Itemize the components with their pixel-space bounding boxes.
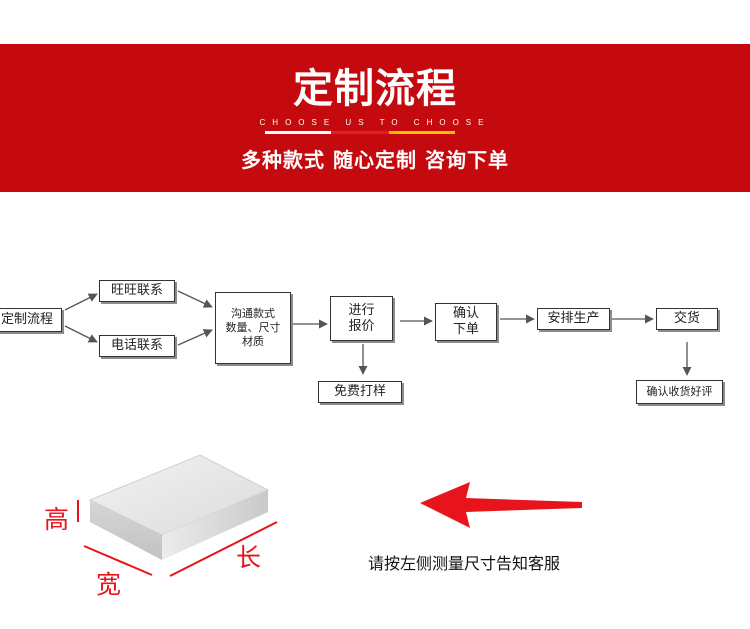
underline-yellow [389,131,455,134]
underline-red [331,131,389,134]
banner-slogan: 多种款式 随心定制 咨询下单 [241,148,509,172]
banner-subtitle-en: CHOOSE US TO CHOOSE [259,118,491,127]
width-marker-line [83,545,153,576]
flow-discuss-node: 沟通款式 数量、尺寸 材质 [215,292,291,364]
left-arrow-icon [420,482,582,528]
measure-hint-text: 请按左侧测量尺寸告知客服 [368,554,561,573]
length-marker-line [169,521,278,577]
height-label: 高 [44,505,70,534]
flow-review-node: 确认收货好评 [636,380,723,404]
flow-confirm-order-node: 确认 下单 [435,303,497,341]
flow-start-node: 定制流程 [0,308,62,332]
header-banner: 定制流程 CHOOSE US TO CHOOSE 多种款式 随心定制 咨询下单 [0,44,750,192]
flow-phone-node: 电话联系 [99,335,175,357]
flow-production-node: 安排生产 [537,308,610,330]
arrow-start-to-wangwang [64,293,98,311]
flow-quote-node: 进行 报价 [330,296,393,341]
arrow-wangwang-to-discuss [177,290,213,308]
white-box-shape [88,454,270,560]
flow-free-sample-node: 免费打样 [318,381,402,403]
arrow-phone-to-discuss [177,329,213,346]
arrow-start-to-phone [64,325,98,343]
length-label: 长 [236,543,262,572]
banner-title: 定制流程 [293,66,457,112]
flow-wangwang-node: 旺旺联系 [99,280,175,302]
width-label: 宽 [96,570,122,599]
underline-white [265,131,331,134]
flow-delivery-node: 交货 [656,308,718,330]
